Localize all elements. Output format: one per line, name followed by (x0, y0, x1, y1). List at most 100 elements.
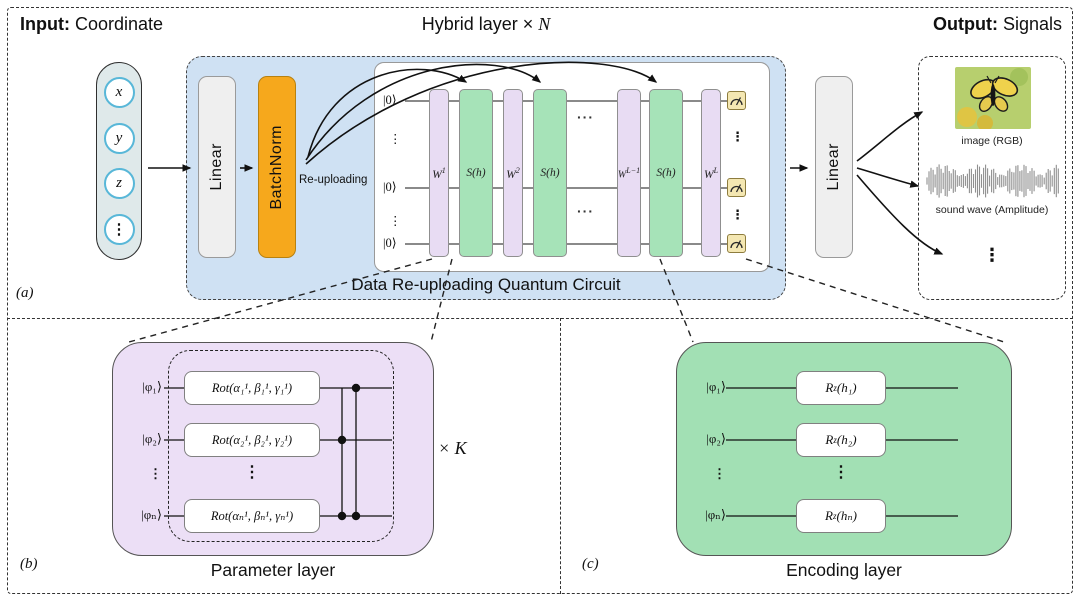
hybrid-title-text: Hybrid layer × (421, 14, 534, 34)
input-node-z-label: z (116, 175, 122, 192)
panel-b-label: (b) (20, 556, 38, 572)
input-node-more-dots: ⋮ (111, 221, 127, 238)
rot-gate-2: Rot(α₂¹, β₂¹, γ₂¹) (184, 423, 320, 457)
gauge-icon (730, 240, 743, 249)
measure-dots-1: ⋮ (731, 129, 744, 144)
gate-w2-label: W (506, 168, 516, 181)
ellipsis-lower: ··· (577, 203, 594, 219)
gauge-icon (730, 97, 743, 106)
qubit-label-phin: |φₙ⟩ (141, 507, 162, 522)
batchnorm-block: BatchNorm (258, 76, 296, 258)
panel-c-label: (c) (582, 556, 599, 572)
output-label-bold: Output: (932, 14, 998, 34)
gate-wl: WL (701, 89, 721, 257)
batchnorm-block-label: BatchNorm (268, 124, 285, 210)
wire-label-0: |0⟩ (383, 93, 397, 107)
ellipsis-upper: ··· (577, 109, 594, 125)
input-label-rest: Coordinate (69, 14, 164, 34)
rz-gate-2-base: R (825, 432, 834, 447)
parameter-layer-caption: Parameter layer (210, 560, 336, 580)
sound-wave-graphic (926, 164, 1059, 198)
linear-block-1-label: Linear (208, 143, 225, 191)
wire-label-2: |0⟩ (383, 180, 397, 194)
outer-frame (7, 7, 1073, 594)
input-label: Input: Coordinate (20, 14, 163, 35)
rz-gate-2-arg: (h₂) (836, 432, 857, 447)
output-signals-box: image (RGB) sound wave (Amplitude) ⋮ (918, 56, 1066, 300)
rz-gate-n-arg: (hₙ) (836, 508, 857, 523)
gate-s3-label: S(h) (656, 167, 676, 179)
qubit-label-phi1-c: |φ₁⟩ (706, 379, 726, 394)
butterfly-image (955, 67, 1031, 129)
input-node-z: z (103, 168, 135, 200)
measurement-icon (727, 234, 746, 253)
hybrid-layer-title: Hybrid layer × N (186, 14, 786, 35)
measurement-icon (727, 178, 746, 197)
gate-s1: S(h) (459, 89, 493, 257)
gate-w2: W2 (503, 89, 523, 257)
rot-gate-n: Rot(αₙ¹, βₙ¹, γₙ¹) (184, 499, 320, 533)
rz-gate-1-arg: (h₁) (836, 380, 857, 395)
repeat-block-dashed-border (168, 350, 394, 542)
rz-gate-1-base: R (825, 380, 834, 395)
input-node-x: x (103, 77, 135, 109)
gate-wl-label: W (703, 168, 714, 181)
sound-wave-caption: sound wave (Amplitude) (935, 204, 1049, 216)
quantum-circuit-box: |0⟩ ⋮ |0⟩ ⋮ |0⟩ W1 S(h) W2 S(h) ··· ··· … (374, 62, 770, 272)
rz-gate-2-sub: z (833, 435, 837, 445)
gate-w2-sup: 2 (515, 165, 520, 175)
panel-divider-horizontal (7, 318, 1073, 319)
panel-a-label: (a) (16, 285, 34, 301)
gate-wl-1: WL−1 (617, 89, 641, 257)
qubit-dots-b: ⋮ (149, 466, 162, 481)
gate-s1-label: S(h) (466, 167, 486, 179)
input-node-y: y (103, 122, 135, 154)
gate-w1-sup: 1 (441, 165, 446, 175)
wire-label-4: |0⟩ (383, 236, 397, 250)
qubit-label-phi2-c: |φ₂⟩ (706, 431, 726, 446)
wire-dots-1: ⋮ (389, 132, 402, 146)
panel-divider-vertical (560, 318, 561, 594)
qubit-label-phi2: |φ₂⟩ (142, 431, 162, 446)
gate-wl-1-label: W (617, 169, 627, 181)
wire-dots-3: ⋮ (389, 214, 402, 228)
gate-wl-1-sup: L−1 (626, 165, 641, 175)
input-node-y-label: y (115, 129, 123, 146)
output-label-rest: Signals (997, 14, 1062, 34)
rz-gate-dots: ⋮ (833, 464, 849, 481)
hybrid-title-n: N (538, 14, 551, 34)
reuploading-label: Re-uploading (299, 174, 368, 186)
gate-wl-sup: L (713, 165, 719, 175)
input-node-x-label: x (115, 84, 123, 101)
qubit-dots-c: ⋮ (713, 466, 726, 481)
linear-block-1: Linear (198, 76, 236, 258)
gate-w1: W1 (429, 89, 449, 257)
circuit-caption: Data Re-uploading Quantum Circuit (351, 275, 621, 294)
rot-gate-dots: ⋮ (244, 464, 260, 481)
input-node-more: ⋮ (103, 213, 135, 245)
gauge-icon (730, 184, 743, 193)
rz-gate-n-base: R (825, 508, 833, 523)
gate-s2: S(h) (533, 89, 567, 257)
rot-gate-1: Rot(α₁¹, β₁¹, γ₁¹) (184, 371, 320, 405)
repeat-k-label: × K (438, 438, 467, 458)
gate-s3: S(h) (649, 89, 683, 257)
qubit-label-phin-c: |φₙ⟩ (705, 507, 726, 522)
input-label-bold: Input: (20, 14, 70, 34)
linear-block-2: Linear (815, 76, 853, 258)
gate-s2-label: S(h) (540, 167, 560, 179)
rz-gate-n-sub: z (833, 511, 837, 521)
rz-gate-1-sub: z (833, 383, 837, 393)
output-more-dots: ⋮ (983, 245, 1001, 265)
qubit-label-phi1: |φ₁⟩ (142, 379, 162, 394)
input-coordinate-column: x y z ⋮ (96, 62, 142, 260)
output-label: Output: Signals (933, 14, 1062, 35)
linear-block-2-label: Linear (825, 143, 842, 191)
gate-w1-label: W (432, 168, 442, 181)
encoding-layer-caption: Encoding layer (786, 560, 902, 580)
image-rgb-caption: image (RGB) (961, 135, 1023, 147)
